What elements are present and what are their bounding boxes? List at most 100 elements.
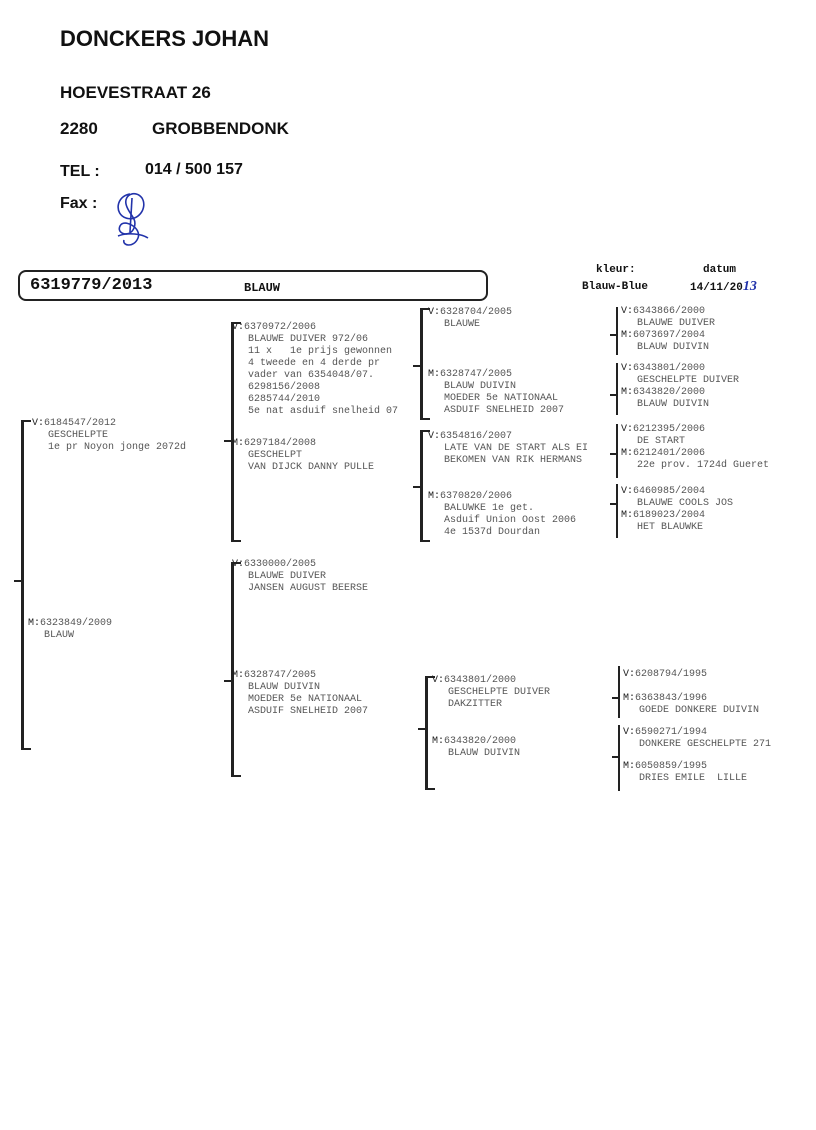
pedigree-note: 6298156/2008 [248, 382, 321, 393]
pedigree-note: ASDUIF SNELHEID 2007 [444, 405, 565, 416]
parent-prefix: V: [432, 675, 445, 686]
pedigree-note: VAN DIJCK DANNY PULLE [248, 462, 375, 473]
pedigree-note: HET BLAUWKE [637, 522, 704, 533]
pedigree-note: BALUWKE 1e get. [444, 503, 535, 514]
datum-handwritten: 13 [742, 279, 757, 294]
bracket-tick [413, 365, 420, 367]
pedigree-note: 1e pr Noyon jonge 2072d [48, 442, 187, 453]
parent-prefix: V: [623, 727, 636, 738]
bird-color: BLAUW [244, 281, 281, 295]
bracket-g4 [618, 666, 627, 718]
ring-number: 6343801/2000 [444, 675, 517, 686]
ring-line: V:6460985/2004 [621, 486, 705, 497]
ring-line: V:6208794/1995 [623, 669, 707, 680]
ring-number: 6330000/2005 [244, 559, 317, 570]
kleur-value: Blauw-Blue [582, 281, 649, 293]
parent-prefix: M: [623, 693, 636, 704]
ring-line: V:6343866/2000 [621, 306, 705, 317]
bracket-parents [21, 420, 31, 750]
pedigree-note: GESCHELPT [248, 450, 303, 461]
ring-number: 6370972/2006 [244, 322, 317, 333]
pedigree-note: BLAUWE DUIVER [637, 318, 716, 329]
ring-line: V:6590271/1994 [623, 727, 707, 738]
pedigree-note: BLAUW DUIVIN [248, 682, 321, 693]
parent-prefix: M: [432, 736, 445, 747]
ring-number: 6590271/1994 [635, 727, 708, 738]
ring-number: 6363843/1996 [635, 693, 708, 704]
bird-ring-number: 6319779/2013 [30, 276, 153, 295]
parent-prefix: M: [428, 491, 441, 502]
bracket-tick [610, 394, 617, 396]
parent-prefix: V: [621, 363, 634, 374]
bracket-tick [224, 440, 231, 442]
pedigree-note: Asduif Union Oost 2006 [444, 515, 577, 526]
pedigree-note: 22e prov. 1724d Gueret [637, 460, 770, 471]
parent-prefix: M: [232, 438, 245, 449]
ring-line: M:6189023/2004 [621, 510, 705, 521]
pedigree-note: GOEDE DONKERE DUIVIN [639, 705, 760, 716]
bracket-tick [612, 697, 619, 699]
pedigree-note: DAKZITTER [448, 699, 503, 710]
ring-box [18, 270, 488, 301]
kleur-label: kleur: [596, 264, 636, 276]
bracket-g4 [616, 424, 625, 478]
pedigree-entry-ddss: V:6208794/1995 [623, 669, 707, 681]
parent-prefix: V: [621, 424, 634, 435]
pedigree-note: BEKOMEN VAN RIK HERMANS [444, 455, 583, 466]
datum-value: 14/11/2013 [690, 279, 757, 295]
bracket-sd-parents [420, 430, 430, 542]
ring-line: M:6073697/2004 [621, 330, 705, 341]
pedigree-note: 5e nat asduif snelheid 07 [248, 406, 399, 417]
pedigree-note: 4e 1537d Dourdan [444, 527, 541, 538]
parent-prefix: V: [32, 418, 45, 429]
ring-line: M:6323849/2009 [28, 618, 112, 629]
bracket-tick [612, 756, 619, 758]
ring-line: V:6330000/2005 [232, 559, 316, 570]
pedigree-note: GESCHELPTE DUIVER [637, 375, 740, 386]
parent-prefix: M: [428, 369, 441, 380]
bracket-tick [610, 334, 617, 336]
parent-prefix: V: [232, 559, 245, 570]
tel-value: 014 / 500 157 [145, 161, 243, 178]
ring-line: M:6343820/2000 [621, 387, 705, 398]
ring-number: 6212401/2006 [633, 448, 706, 459]
parent-prefix: V: [428, 431, 441, 442]
bracket-tick [418, 728, 425, 730]
ring-number: 6328704/2005 [440, 307, 513, 318]
bracket-g4 [618, 725, 627, 791]
parent-prefix: V: [428, 307, 441, 318]
owner-city: GROBBENDONK [152, 119, 289, 138]
pedigree-note: BLAUW [44, 630, 75, 641]
ring-number: 6328747/2005 [244, 670, 317, 681]
ring-line: M:6370820/2006 [428, 491, 512, 502]
fax-label: Fax : [60, 195, 98, 212]
parent-prefix: M: [621, 510, 634, 521]
ring-number: 6343801/2000 [633, 363, 706, 374]
bracket-dam-parents [231, 562, 241, 777]
ring-number: 6343820/2000 [444, 736, 517, 747]
pedigree-note: MOEDER 5e NATIONAAL [248, 694, 363, 705]
ring-number: 6460985/2004 [633, 486, 706, 497]
pedigree-note: DRIES EMILE LILLE [639, 773, 748, 784]
ring-line: V:6343801/2000 [621, 363, 705, 374]
pedigree-note: vader van 6354048/07. [248, 370, 375, 381]
ring-number: 6073697/2004 [633, 330, 706, 341]
ring-line: M:6328747/2005 [232, 670, 316, 681]
ring-line: M:6343820/2000 [432, 736, 516, 747]
bracket-sire-parents [231, 322, 241, 542]
